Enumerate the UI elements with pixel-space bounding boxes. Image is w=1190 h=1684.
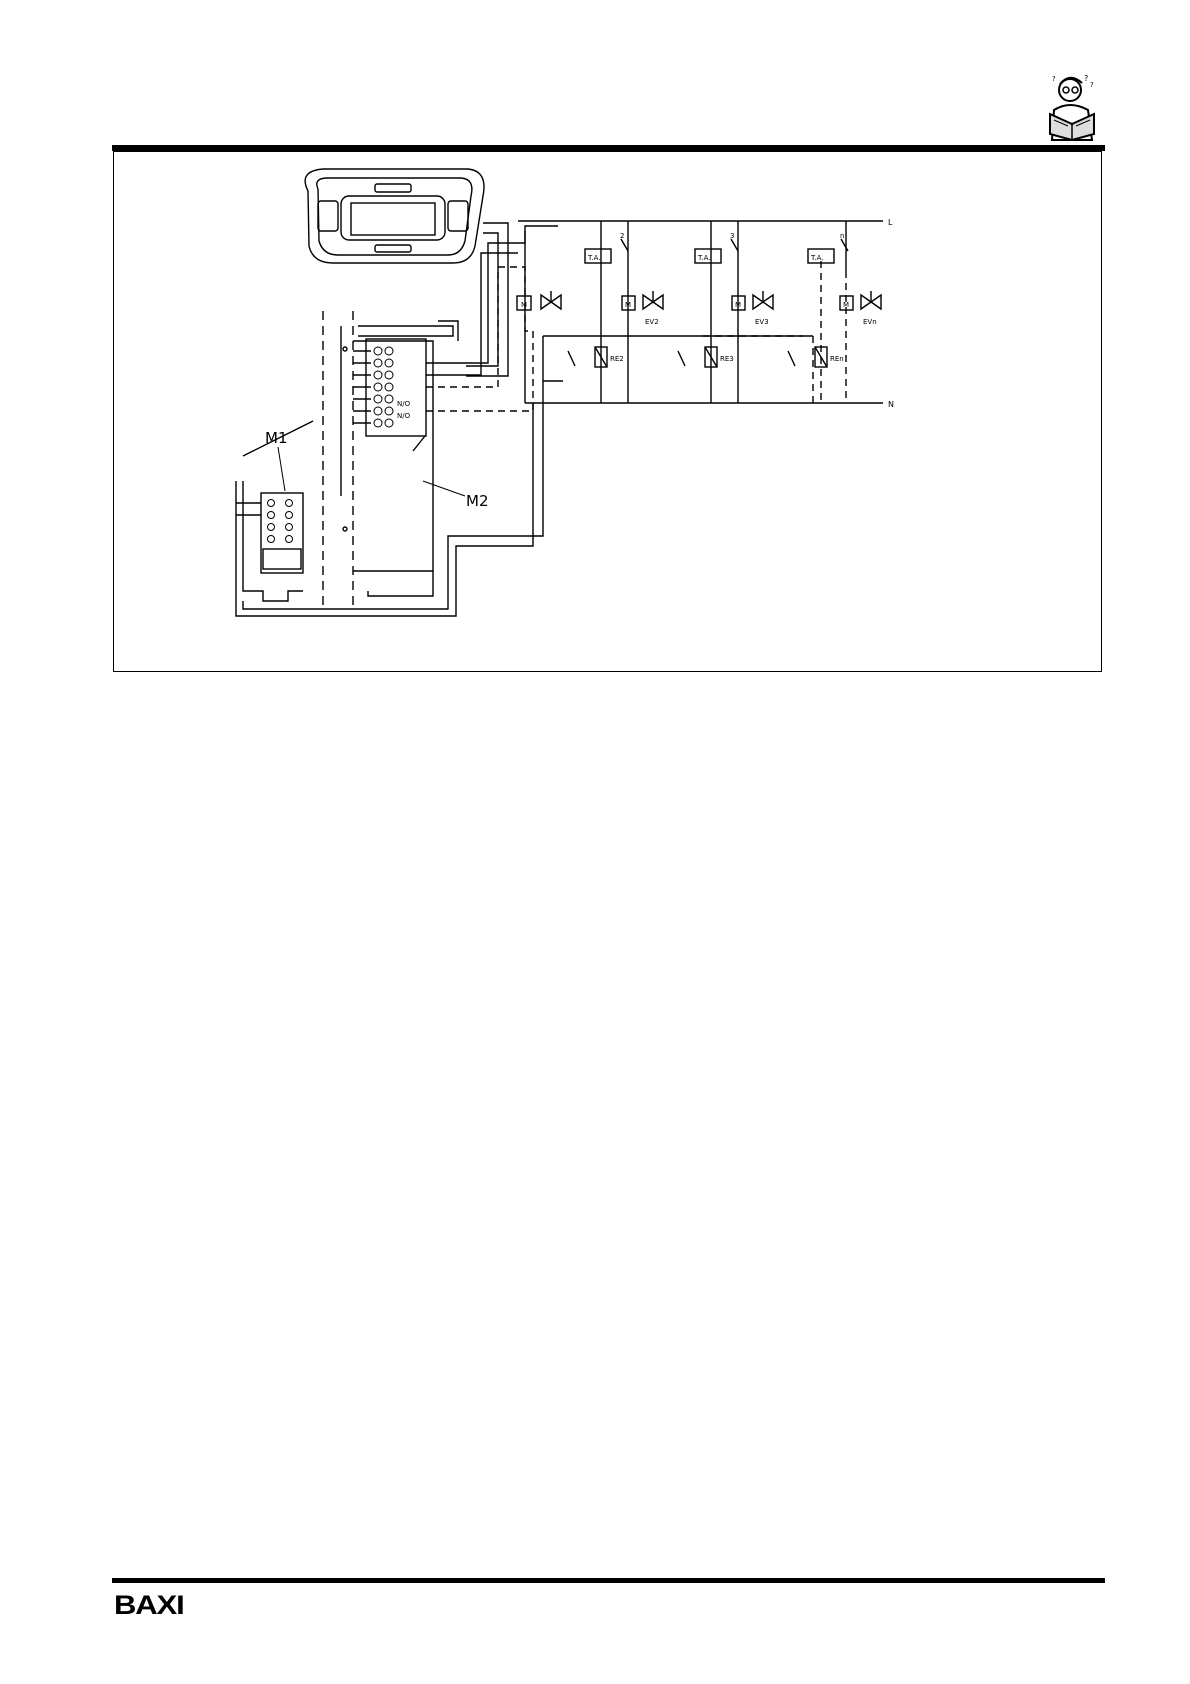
zone-2-number: 2 bbox=[620, 232, 624, 240]
svg-text:?: ? bbox=[1090, 81, 1094, 89]
header-rule bbox=[112, 145, 1105, 151]
valve-2-label: EV2 bbox=[645, 318, 659, 326]
technician-reading-icon: ? ? ? bbox=[1049, 74, 1095, 142]
zone-n-thermostat-label: T.A. bbox=[810, 254, 824, 262]
zone-2-motor-label: M bbox=[625, 301, 631, 309]
wiring-diagram: L N M M M M T.A. T.A. T.A. 2 3 n EV2 EV3… bbox=[235, 168, 894, 617]
remote-control-panel bbox=[304, 168, 485, 264]
diagram-frame bbox=[113, 151, 1102, 672]
terminal-no-1: N/O bbox=[397, 400, 411, 408]
footer-rule bbox=[112, 1578, 1105, 1583]
svg-text:?: ? bbox=[1052, 75, 1056, 83]
terminal-block-m2 bbox=[340, 326, 427, 532]
relay-n-label: REn bbox=[830, 355, 844, 363]
svg-text:?: ? bbox=[1084, 74, 1088, 83]
m2-callout: M2 bbox=[466, 492, 489, 510]
zone-2-thermostat-label: T.A. bbox=[587, 254, 601, 262]
zone-3-number: 3 bbox=[730, 232, 734, 240]
live-line-label: L bbox=[888, 218, 893, 227]
valve-3-label: EV3 bbox=[755, 318, 769, 326]
baxi-logo: BAXI bbox=[114, 1590, 185, 1620]
terminal-block-m1 bbox=[236, 420, 314, 602]
zone-1-motor-label: M bbox=[521, 301, 527, 309]
zone-n-number: n bbox=[840, 232, 844, 240]
m1-callout: M1 bbox=[265, 429, 288, 447]
zone-3-thermostat-label: T.A. bbox=[697, 254, 711, 262]
relay-2-label: RE2 bbox=[610, 355, 624, 363]
valve-n-label: EVn bbox=[863, 318, 877, 326]
neutral-line-label: N bbox=[888, 400, 894, 409]
zone-3-motor-label: M bbox=[735, 301, 741, 309]
relay-3-label: RE3 bbox=[720, 355, 734, 363]
terminal-no-2: N/O bbox=[397, 412, 411, 420]
zone-n-motor-label: M bbox=[843, 301, 849, 309]
